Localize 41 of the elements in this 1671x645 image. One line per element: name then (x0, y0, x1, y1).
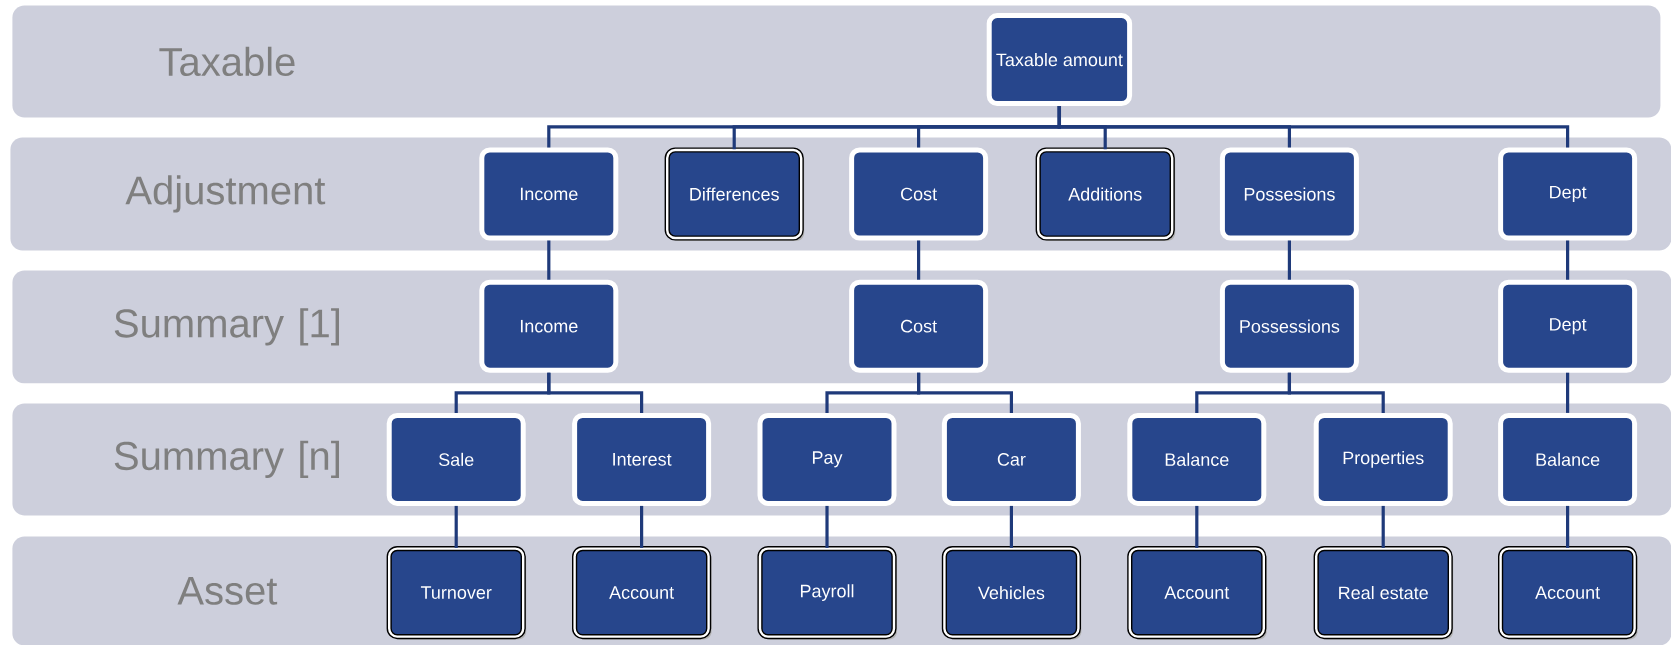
box: Dept (1498, 147, 1638, 241)
box: Cost (849, 279, 989, 373)
box: Sale (386, 412, 526, 506)
box: Cost (849, 147, 989, 241)
box: Account (1498, 546, 1638, 640)
connector (825, 505, 829, 548)
box: Balance (1498, 412, 1638, 506)
connector (1287, 240, 1291, 280)
box: Account (1127, 546, 1267, 640)
box: Taxable amount (986, 13, 1133, 107)
connector (917, 240, 921, 280)
box: Possessions (1219, 279, 1359, 373)
connector (1057, 106, 1570, 148)
connector (917, 372, 1013, 413)
connector (1566, 240, 1570, 280)
box: Real estate (1313, 546, 1454, 640)
connector (547, 240, 551, 280)
box: Differences (664, 147, 805, 241)
connector (1381, 505, 1385, 548)
box: Properties (1313, 412, 1453, 506)
box: Balance (1127, 412, 1267, 506)
box: Interest (572, 412, 712, 506)
connector (454, 505, 458, 548)
box: Account (572, 546, 712, 640)
box: Vehicles (941, 546, 1082, 640)
connector (1287, 372, 1385, 413)
box: Car (941, 412, 1081, 506)
connector (640, 505, 644, 548)
connector (1566, 505, 1570, 548)
box: Turnover (386, 546, 527, 640)
box: Additions (1035, 147, 1176, 241)
box: Income (479, 147, 619, 241)
connector (1009, 505, 1013, 548)
connector (547, 372, 644, 413)
box: Income (479, 279, 619, 373)
box: Possesions (1219, 147, 1359, 241)
connector (1566, 372, 1570, 413)
box: Payroll (757, 546, 897, 640)
connector (1195, 505, 1199, 548)
box: Pay (757, 412, 897, 506)
box: Dept (1498, 279, 1638, 373)
